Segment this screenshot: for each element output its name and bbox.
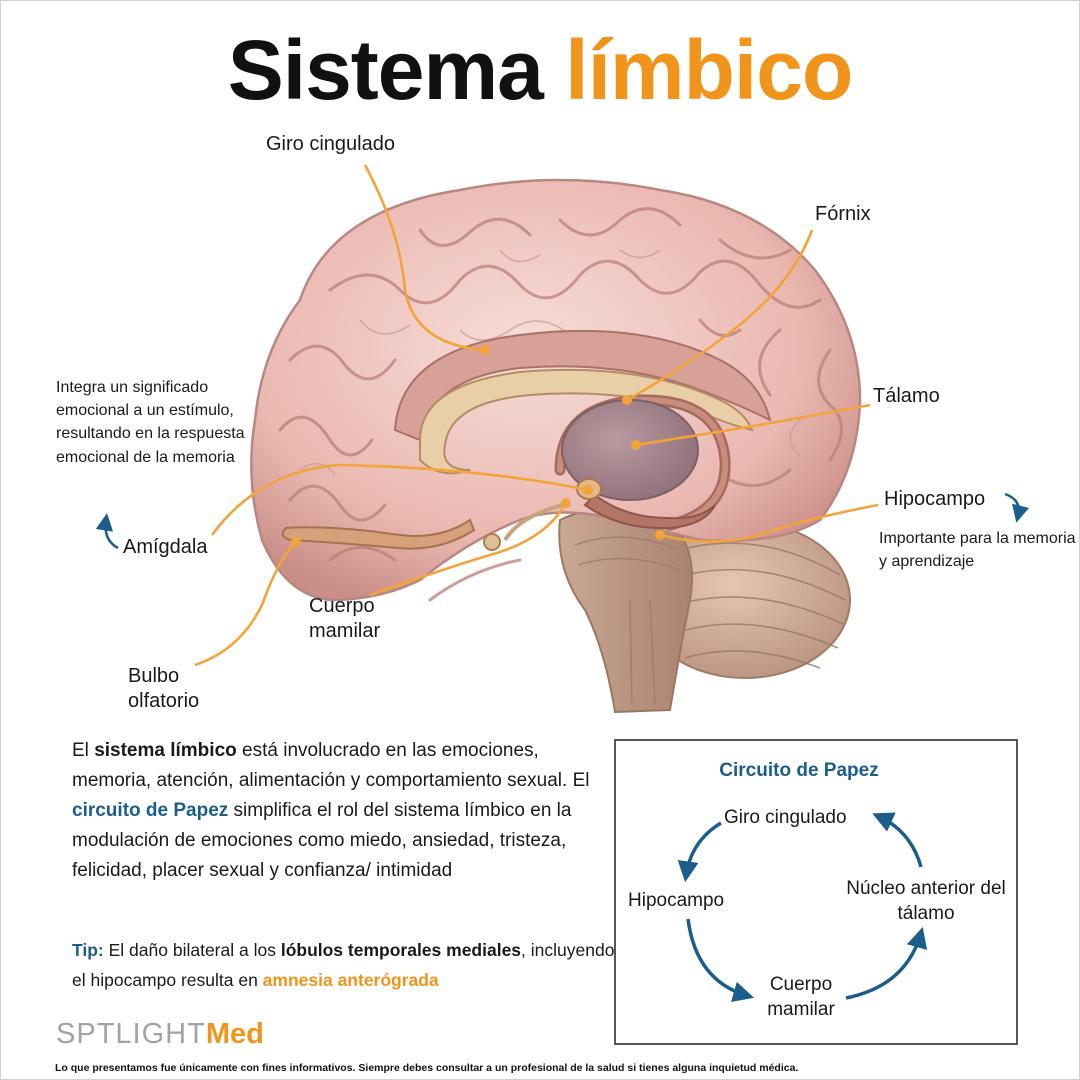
desc-part-1: El — [72, 740, 95, 761]
desc-term-papez: circuito de Papez — [72, 800, 229, 822]
logo-text-b: TLIGHT — [96, 1018, 206, 1050]
papez-node-giro: Giro cingulado — [724, 807, 847, 828]
papez-node-hipocampo: Hipocampo — [628, 890, 725, 911]
hipocampo-note: Importante para la memoria y aprendizaje — [879, 530, 1076, 571]
disclaimer: Lo que presentamos fue únicamente con fi… — [55, 1062, 799, 1074]
label-bulbo-olfatorio: Bulbo olfatorio — [128, 665, 200, 712]
papez-node-nucleo: Núcleo anterior del tálamo — [846, 878, 1006, 924]
label-fornix: Fórnix — [815, 203, 871, 225]
description-paragraph: El sistema límbico está involucrado en l… — [72, 736, 612, 886]
cingulate-gyrus — [393, 329, 772, 442]
leader-dots — [291, 345, 665, 547]
leader-bulbo — [194, 541, 297, 667]
label-cuerpo-mamilar: Cuerpo mamilar — [309, 595, 381, 642]
leader-cuerpo — [369, 502, 568, 597]
hipocampo-arrow-icon — [1004, 492, 1030, 523]
desc-part-2: está involucrado en las emociones, memor… — [72, 740, 590, 792]
desc-term-sistema: sistema límbico — [94, 740, 237, 761]
leader-amigdala — [210, 463, 589, 536]
tip-label: Tip: — [72, 940, 104, 960]
papez-circuit-box: Circuito de Papez Giro cingulado Núcleo … — [614, 739, 1018, 1045]
amigdala-arrow-icon — [95, 513, 119, 550]
tip-part-2: , incluyendo el hipocampo resulta en — [72, 940, 615, 990]
papez-node-cuerpo: Cuerpo mamilar — [767, 974, 835, 1020]
olfactory-tract — [281, 518, 476, 550]
title-part-1: Sistema — [227, 23, 544, 117]
spotlightmed-logo: SPTLIGHTMed — [56, 1018, 264, 1051]
mamillary-body — [483, 533, 501, 551]
mamillary-tract — [503, 501, 571, 542]
brain-fine-folds — [299, 249, 801, 476]
papez-title: Circuito de Papez — [719, 760, 879, 781]
logo-text-med: Med — [205, 1018, 264, 1050]
page-title: Sistema límbico — [0, 28, 1080, 112]
papez-arrow-hipocampo-to-cuerpo — [686, 918, 755, 1003]
leader-hipocampo — [659, 503, 879, 543]
title-part-2: límbico — [565, 23, 853, 117]
label-giro-cingulado: Giro cingulado — [266, 133, 395, 155]
tip-term-amnesia: amnesia anterógrada — [262, 969, 439, 990]
desc-part-3: simplifica el rol del sistema límbico en… — [72, 800, 572, 882]
leader-fornix — [626, 229, 814, 402]
brain-illustration — [95, 164, 1030, 714]
label-talamo: Tálamo — [873, 385, 940, 407]
brain-sulci — [278, 207, 843, 602]
leader-talamo — [635, 403, 871, 447]
papez-arrow-cuerpo-to-nucleo — [845, 926, 928, 1000]
amigdala-note: Integra un significado emocional a un es… — [56, 379, 245, 466]
brainstem-ridges — [574, 536, 681, 706]
papez-arrow-nucleo-to-giro — [872, 812, 923, 868]
tip-term-lobulos: lóbulos temporales mediales — [280, 940, 522, 960]
papez-arrows — [677, 812, 928, 1003]
label-hipocampo: Hipocampo — [884, 488, 986, 510]
label-amigdala: Amígdala — [123, 536, 208, 558]
tip-paragraph: Tip: El daño bilateral a los lóbulos tem… — [72, 936, 632, 996]
leader-lines — [194, 164, 879, 667]
leader-giro — [363, 164, 486, 352]
hippocampus — [583, 493, 716, 530]
logo-text-a: SP — [56, 1018, 97, 1050]
tip-part-1: El daño bilateral a los — [103, 940, 281, 960]
papez-arrow-giro-to-hipocampo — [677, 821, 722, 883]
